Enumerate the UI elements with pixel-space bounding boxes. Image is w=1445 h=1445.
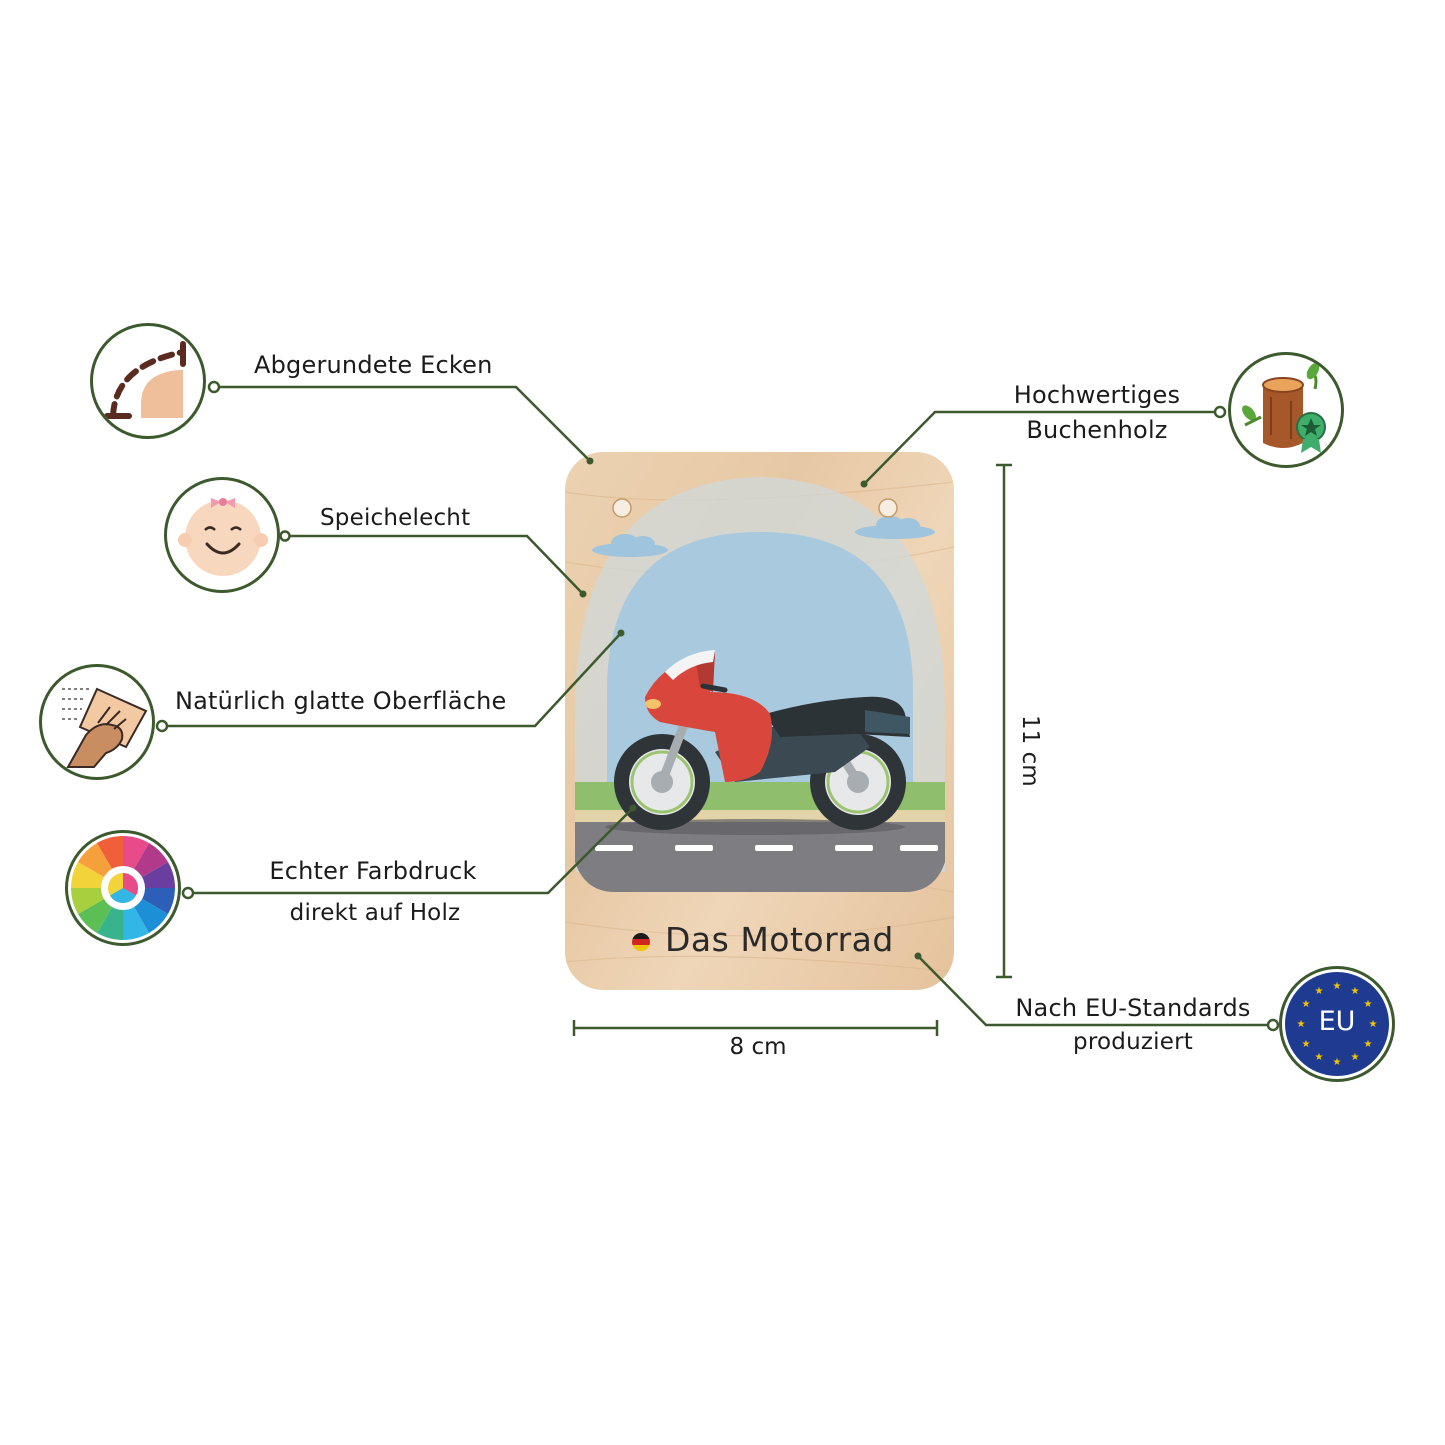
svg-text:★: ★ xyxy=(1333,981,1342,992)
eu-flag-icon: ★ ★ ★ ★ ★ ★ ★ ★ ★ ★ ★ ★ EU xyxy=(1279,966,1395,1082)
svg-text:★: ★ xyxy=(1302,1039,1311,1050)
motorcycle-illustration xyxy=(565,477,954,973)
svg-text:★: ★ xyxy=(1351,986,1360,997)
width-dimension-label: 8 cm xyxy=(729,1034,787,1060)
color-wheel-icon xyxy=(65,830,181,946)
label-smooth-surface: Natürlich glatte Oberfläche xyxy=(175,687,507,715)
svg-text:★: ★ xyxy=(1351,1052,1360,1063)
rounded-corner-icon xyxy=(90,323,206,439)
baby-face-icon xyxy=(164,477,280,593)
label-eu-line2: produziert xyxy=(1073,1029,1193,1055)
svg-text:★: ★ xyxy=(1369,1019,1378,1030)
label-eu-line1: Nach EU-Standards xyxy=(1015,994,1251,1022)
svg-text:★: ★ xyxy=(1315,1052,1324,1063)
motorcycle-icon xyxy=(614,650,910,830)
svg-text:★: ★ xyxy=(1297,1019,1306,1030)
label-rounded-corners: Abgerundete Ecken xyxy=(254,351,493,379)
label-print-line1: Echter Farbdruck xyxy=(269,857,477,885)
german-flag-icon xyxy=(632,933,650,951)
label-wood-line2: Buchenholz xyxy=(1026,416,1168,444)
card-title: Das Motorrad xyxy=(665,920,894,959)
wooden-card xyxy=(565,452,954,990)
label-saliva-proof: Speichelecht xyxy=(320,505,471,531)
eu-badge-text: EU xyxy=(1318,1006,1356,1037)
svg-text:★: ★ xyxy=(1315,986,1324,997)
svg-text:★: ★ xyxy=(1364,999,1373,1010)
svg-text:★: ★ xyxy=(1333,1057,1342,1068)
svg-text:★: ★ xyxy=(1364,1039,1373,1050)
svg-text:★: ★ xyxy=(1302,999,1311,1010)
wood-log-icon xyxy=(1228,352,1344,468)
hand-wiping-icon xyxy=(39,664,155,780)
label-print-line2: direkt auf Holz xyxy=(289,900,461,926)
height-dimension-label: 11 cm xyxy=(1017,715,1043,787)
label-wood-line1: Hochwertiges xyxy=(1013,381,1181,409)
